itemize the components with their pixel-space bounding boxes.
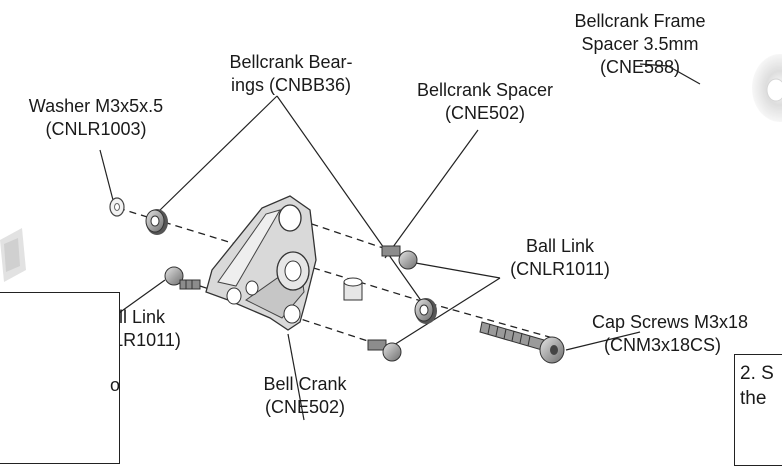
- washer-label: Washer M3x5x.5 (CNLR1003): [6, 95, 186, 141]
- frame-spacer-label-line3: (CNE588): [599, 57, 681, 77]
- washer-label-line2: (CNLR1003): [45, 119, 147, 139]
- bearing-left-part: [145, 209, 168, 235]
- bell-crank-label-line2: (CNE502): [264, 397, 346, 417]
- frame-spacer-label-line2: Spacer 3.5mm: [581, 34, 699, 54]
- spacer-part: [343, 277, 363, 301]
- ball-link-right-label-line2: (CNLR1011): [510, 259, 610, 279]
- left-instruction-box: [0, 292, 120, 464]
- spacer-label-line2: (CNE502): [444, 103, 526, 123]
- frame-spacer-label: Bellcrank Frame Spacer 3.5mm (CNE588): [556, 10, 724, 79]
- cap-screws-label-line2: (CNM3x18CS): [604, 335, 722, 355]
- bearings-label: Bellcrank Bear- ings (CNBB36): [196, 51, 386, 97]
- ball-link-right-label: Ball Link (CNLR1011): [488, 235, 632, 281]
- ball-link-right-label-line1: Ball Link: [525, 236, 595, 256]
- right-box-line2: the: [740, 388, 767, 409]
- blurred-part-left: [0, 228, 26, 282]
- bearings-label-line2: ings (CNBB36): [230, 75, 352, 95]
- bell-crank-label-line1: Bell Crank: [263, 374, 347, 394]
- right-box-line1: 2. S: [740, 363, 774, 384]
- frame-spacer-label-line1: Bellcrank Frame: [574, 11, 706, 31]
- cap-screw-part: [479, 321, 565, 364]
- diagram-artwork: [0, 54, 782, 421]
- ball-link-left-part: [164, 266, 201, 290]
- cap-screws-label: Cap Screws M3x18 (CNM3x18CS): [588, 311, 782, 357]
- exploded-parts-diagram: Washer M3x5x.5 (CNLR1003) Bellcrank Bear…: [0, 10, 782, 466]
- ball-link-right-upper-part: [381, 245, 418, 270]
- spacer-label: Bellcrank Spacer (CNE502): [392, 79, 578, 125]
- bell-crank-label: Bell Crank (CNE502): [240, 373, 370, 419]
- left-box-text: o: [110, 375, 121, 395]
- washer-label-line1: Washer M3x5x.5: [28, 96, 164, 116]
- bearing-right-part: [414, 298, 437, 324]
- bell-crank-part: [205, 195, 317, 331]
- spacer-label-line1: Bellcrank Spacer: [416, 80, 554, 100]
- ball-link-right-lower-part: [367, 339, 402, 362]
- bearings-label-line1: Bellcrank Bear-: [229, 52, 353, 72]
- blurred-part-right: [752, 54, 782, 122]
- leader-lines: [99, 63, 701, 421]
- washer-part: [109, 197, 125, 217]
- cap-screws-label-line1: Cap Screws M3x18: [592, 312, 749, 332]
